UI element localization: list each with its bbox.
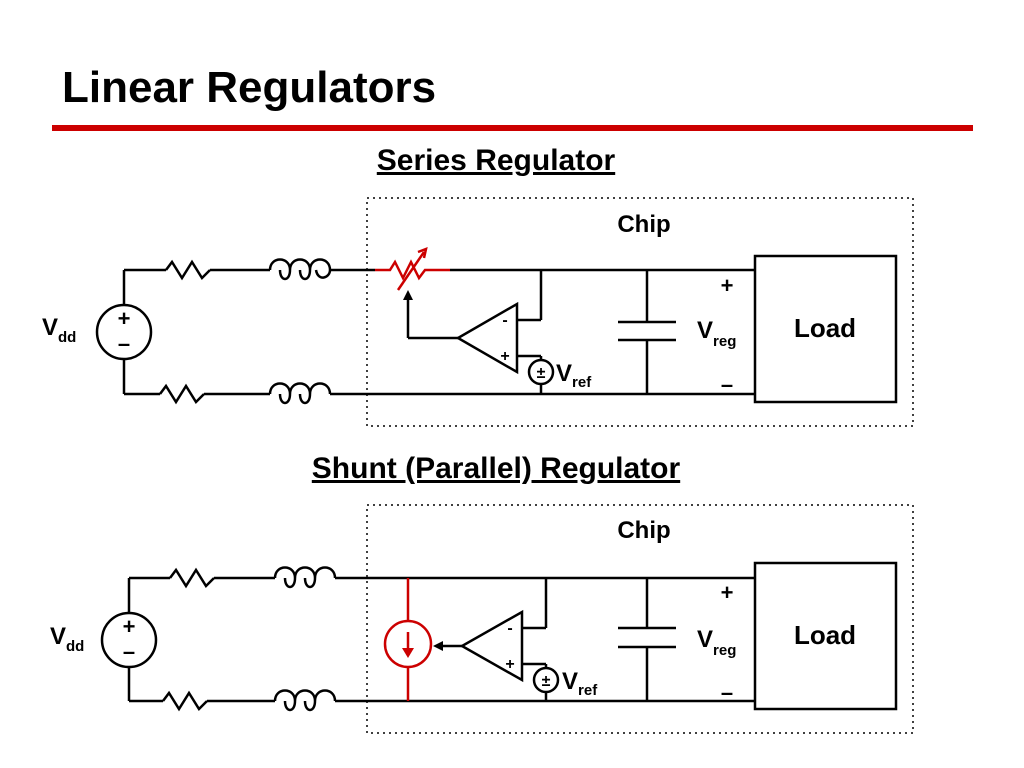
resistor-icon [169, 567, 215, 589]
capacitor-icon [618, 270, 676, 394]
series-out-label: Vreg [697, 317, 736, 350]
shunt-supply-minus: – [123, 639, 135, 664]
series-opamp-plus: + [500, 348, 509, 365]
series-ref-symbol: ± [537, 365, 546, 382]
series-opamp-minus: - [502, 312, 507, 329]
chip-boundary [366, 504, 914, 734]
shunt-out-minus: – [721, 680, 733, 705]
shunt-opamp-minus: - [507, 620, 512, 637]
shunt-load-label: Load [794, 620, 856, 650]
shunt-ref-label: Vref [562, 668, 598, 699]
resistor-icon [165, 259, 211, 281]
series-out-plus: + [721, 273, 734, 298]
shunt-supply-plus: + [123, 614, 136, 639]
series-supply-label: Vdd [42, 314, 76, 346]
resistor-icon [159, 383, 205, 405]
shunt-regulator-circuit [100, 504, 914, 734]
shunt-chip-label: Chip [617, 517, 670, 544]
resistor-icon [162, 690, 208, 712]
series-chip-label: Chip [617, 211, 670, 238]
series-ref-label: Vref [556, 360, 592, 391]
shunt-ref-symbol: ± [542, 673, 551, 690]
capacitor-icon [618, 578, 676, 701]
series-regulator-heading: Series Regulator [376, 144, 616, 177]
opamp-icon [455, 301, 519, 375]
load-box [753, 254, 898, 404]
shunt-supply-label: Vdd [50, 623, 84, 655]
series-out-minus: – [721, 372, 733, 397]
series-load-label: Load [794, 313, 856, 343]
series-supply-plus: + [118, 306, 131, 331]
chip-boundary [366, 197, 914, 427]
inductor-icon [273, 566, 337, 589]
shunt-out-plus: + [721, 580, 734, 605]
voltage-source-icon [95, 270, 153, 394]
load-box [753, 561, 898, 711]
voltage-source-icon [100, 578, 158, 701]
current-source-icon [383, 578, 433, 701]
opamp-icon [459, 609, 524, 683]
slide-title: Linear Regulators [62, 63, 437, 112]
title-rule [52, 125, 973, 131]
inductor-icon [268, 382, 332, 405]
shunt-out-label: Vreg [697, 626, 736, 659]
variable-resistor-icon [375, 247, 450, 291]
series-supply-minus: – [118, 331, 130, 356]
series-regulator-circuit [95, 197, 914, 427]
shunt-regulator-heading: Shunt (Parallel) Regulator [311, 452, 681, 485]
shunt-opamp-plus: + [505, 656, 514, 673]
inductor-icon [273, 689, 337, 712]
inductor-icon [268, 258, 332, 281]
